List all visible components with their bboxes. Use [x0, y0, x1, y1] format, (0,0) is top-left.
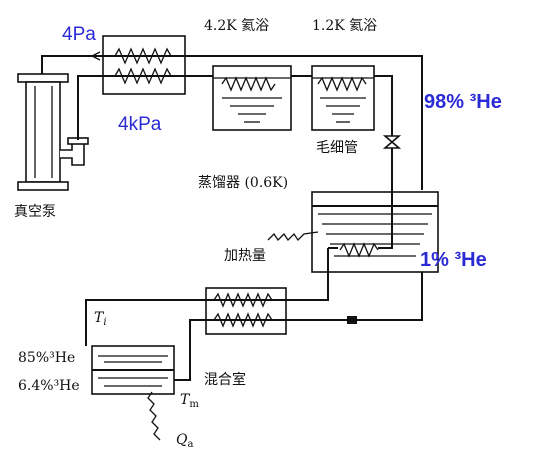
- label-qa: Qa: [176, 432, 193, 450]
- label-pressure-low: 4Pa: [62, 24, 96, 45]
- label-helium-bath-42k: 4.2K 氦浴: [204, 18, 269, 34]
- qa-heat-lead: [147, 391, 161, 441]
- label-he3-1: 1% ³He: [420, 249, 487, 271]
- label-heater: 加热量: [224, 248, 266, 264]
- label-capillary: 毛细管: [316, 140, 358, 156]
- label-helium-bath-12k: 1.2K 氦浴: [312, 18, 377, 34]
- return-line-top: [185, 55, 423, 190]
- label-he3-85: 85%³He: [18, 350, 75, 366]
- capillary-line: [374, 75, 393, 190]
- vacuum-pump: [17, 73, 89, 191]
- label-he3-64: 6.4%³He: [18, 378, 80, 394]
- still-vessel: [311, 191, 439, 273]
- label-vacuum-pump: 真空泵: [14, 204, 56, 220]
- label-pressure-high: 4kPa: [118, 114, 162, 135]
- heater-lead: [267, 231, 319, 242]
- label-ti: Ti: [94, 310, 107, 328]
- ti-line: [85, 299, 206, 346]
- pump-inlet-pipe: [77, 75, 92, 140]
- pump-outlet-pipe: [41, 55, 92, 74]
- middle-heat-exchanger: [205, 287, 287, 335]
- label-he3-98: 98% ³He: [424, 91, 502, 113]
- helium-bath-42k: [212, 65, 292, 131]
- flow-arrow-left: [90, 51, 101, 61]
- label-tm: Tm: [180, 392, 199, 410]
- label-still: 蒸馏器 (0.6K): [198, 175, 288, 191]
- mixing-chamber: [91, 345, 175, 395]
- helium-bath-12k: [311, 65, 375, 131]
- top-heat-exchanger: [102, 35, 186, 95]
- capillary-valve: [382, 135, 402, 149]
- label-mixing-chamber: 混合室: [204, 371, 246, 388]
